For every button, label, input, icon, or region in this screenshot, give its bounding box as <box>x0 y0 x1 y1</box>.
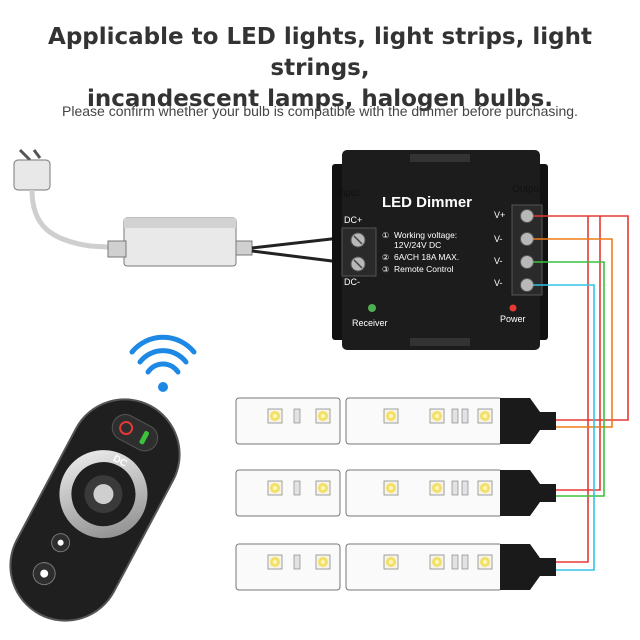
power-led-icon <box>509 304 517 312</box>
led-strip-1 <box>235 397 556 445</box>
power-adapter <box>13 148 341 267</box>
wiring-diagram: Input Output LED Dimmer DC+ DC- ① Workin… <box>9 148 629 622</box>
dimmer-title: LED Dimmer <box>382 194 472 211</box>
output-wires <box>533 215 629 571</box>
headline-line-1: Applicable to LED lights, light strips, … <box>48 24 592 81</box>
spec-2-number: ② <box>382 253 389 262</box>
subtitle: Please confirm whether your bulb is comp… <box>62 103 578 119</box>
dc-minus-label: DC- <box>344 277 360 287</box>
out-v-minus-2: V- <box>494 256 503 266</box>
out-v-minus-1: V- <box>494 234 503 244</box>
remote-control: DC <box>9 398 181 622</box>
led-strip-3 <box>235 543 556 591</box>
power-label: Power <box>500 314 526 324</box>
input-label: Input <box>337 188 359 199</box>
led-dimmer: Input Output LED Dimmer DC+ DC- ① Workin… <box>332 150 548 350</box>
spec-1-number: ① <box>382 231 389 240</box>
output-label: Output <box>512 184 542 195</box>
out-v-plus: V+ <box>494 210 505 220</box>
receiver-led-icon <box>368 304 376 312</box>
out-v-minus-3: V- <box>494 278 503 288</box>
headline: Applicable to LED lights, light strips, … <box>0 22 640 115</box>
led-strip-2 <box>235 469 556 517</box>
spec-3-number: ③ <box>382 265 389 274</box>
headline-line-2: incandescent lamps, halogen bulbs. <box>86 86 554 112</box>
wifi-signal-icon <box>129 334 197 392</box>
spec-1: Working voltage: <box>394 230 457 240</box>
dc-plus-label: DC+ <box>344 215 362 225</box>
spec-3: Remote Control <box>394 264 454 274</box>
spec-2: 6A/CH 18A MAX. <box>394 252 459 262</box>
spec-1b: 12V/24V DC <box>394 240 441 250</box>
receiver-label: Receiver <box>352 318 388 328</box>
